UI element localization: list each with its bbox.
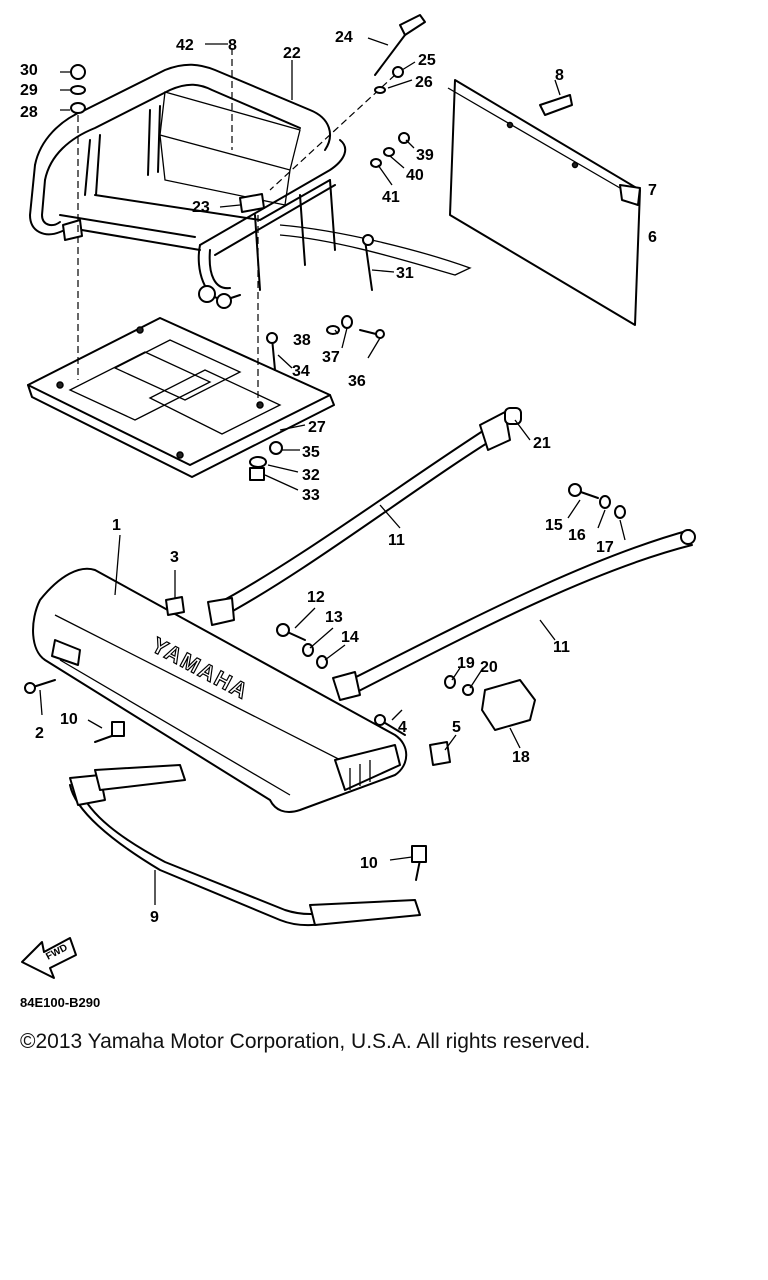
- callout-24: 24: [335, 29, 353, 46]
- callout-35: 35: [302, 444, 320, 461]
- callout-27: 27: [308, 419, 326, 436]
- parts-diagram: YAMAHA: [20, 14, 696, 979]
- carrier-base-plate: [27, 317, 335, 478]
- reflector: [481, 679, 536, 731]
- callout-31: 31: [396, 265, 414, 282]
- callout-39: 39: [416, 147, 434, 164]
- lower-bumper-bar: [69, 764, 421, 927]
- callout-25: 25: [418, 52, 436, 69]
- callout-23: 23: [192, 199, 210, 216]
- callout-36: 36: [348, 373, 366, 390]
- callout-26: 26: [415, 74, 433, 91]
- catalog-code: 84E100-B290: [20, 995, 101, 1010]
- bumper-stays: [207, 411, 696, 701]
- callout-40: 40: [406, 167, 424, 184]
- callout-42: 42: [176, 37, 194, 54]
- callout-30: 30: [20, 62, 38, 79]
- callout-18: 18: [512, 749, 530, 766]
- callout-37: 37: [322, 349, 340, 366]
- callout-29: 29: [20, 82, 38, 99]
- callout-3: 3: [170, 549, 179, 566]
- callout-6: 6: [648, 229, 657, 246]
- front-bumper: YAMAHA: [32, 567, 408, 813]
- callout-10a: 10: [60, 711, 78, 728]
- callout-34: 34: [292, 363, 310, 380]
- callout-11a: 11: [388, 532, 405, 549]
- callout-14: 14: [341, 629, 359, 646]
- callout-2: 2: [35, 725, 44, 742]
- callout-labels: 42 8 22 24 25 26 8 30 29 28 39 40 41 7 6…: [20, 29, 657, 926]
- callout-16: 16: [568, 527, 586, 544]
- callout-12: 12: [307, 589, 325, 606]
- callout-42-sub: 8: [228, 37, 237, 54]
- callout-7: 7: [648, 182, 657, 199]
- callout-11b: 11: [553, 639, 570, 656]
- callout-15: 15: [545, 517, 563, 534]
- callout-10b: 10: [360, 855, 378, 872]
- copyright-notice: ©2013 Yamaha Motor Corporation, U.S.A. A…: [20, 1030, 591, 1053]
- callout-33: 33: [302, 487, 320, 504]
- hardware: [24, 14, 626, 881]
- callout-17: 17: [596, 539, 614, 556]
- callout-21: 21: [533, 435, 551, 452]
- callout-9: 9: [150, 909, 159, 926]
- callout-32: 32: [302, 467, 320, 484]
- callout-4: 4: [398, 719, 407, 736]
- callout-8: 8: [555, 67, 564, 84]
- callout-20: 20: [480, 659, 498, 676]
- callout-19: 19: [457, 655, 475, 672]
- callout-22: 22: [283, 45, 301, 62]
- callout-1: 1: [112, 517, 121, 534]
- carrier-rack: [29, 63, 472, 309]
- callout-38: 38: [293, 332, 311, 349]
- callout-13: 13: [325, 609, 343, 626]
- leader-lines: [39, 37, 626, 905]
- callout-5: 5: [452, 719, 461, 736]
- exploded-view-svg: YAMAHA: [20, 14, 696, 979]
- license-plate-assembly: [447, 79, 641, 326]
- callout-41: 41: [382, 189, 400, 206]
- callout-28: 28: [20, 104, 38, 121]
- fwd-arrow-icon: FWD: [21, 937, 77, 979]
